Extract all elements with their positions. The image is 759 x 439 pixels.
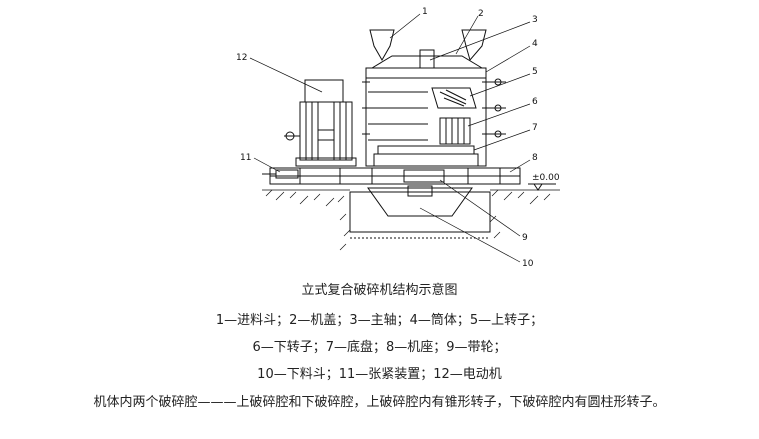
ground-level-mark	[528, 183, 556, 191]
crusher-structure-drawing: 1 2 3 4 5 6 7 8 9 10 11 12 ±0.00	[236, 7, 560, 269]
lower-rotor	[439, 117, 471, 145]
part-label-4: 4	[532, 39, 538, 49]
part-label-8: 8	[532, 153, 538, 163]
part-label-12: 12	[236, 53, 247, 63]
parts-legend-line-3: 10—下料斗；11—张紧装置；12—电动机	[257, 367, 502, 382]
machine-base	[269, 167, 521, 185]
tensioning-device	[262, 169, 299, 179]
leader-lines	[249, 13, 531, 263]
machine-cover	[371, 49, 483, 69]
part-label-1: 1	[422, 7, 428, 17]
part-label-10: 10	[522, 259, 534, 269]
feed-hopper	[369, 29, 487, 62]
part-label-11: 11	[240, 153, 251, 163]
ground-hatch	[262, 189, 560, 251]
parts-legend-line-2: 6—下转子；7—底盘；8—机座；9—带轮；	[252, 340, 507, 355]
part-label-5: 5	[532, 67, 538, 77]
part-number-labels: 1 2 3 4 5 6 7 8 9 10 11 12 ±0.00	[236, 7, 560, 269]
diagram-title: 立式复合破碎机结构示意图	[301, 283, 458, 298]
electric-motor	[284, 79, 357, 167]
part-label-6: 6	[532, 97, 538, 107]
parts-legend-line-1: 1—进料斗；2—机盖；3—主轴；4—筒体；5—上转子；	[215, 313, 544, 328]
discharge-hopper	[367, 185, 473, 217]
ground-level-label: ±0.00	[532, 173, 560, 183]
description-note: 机体内两个破碎腔———上破碎腔和下破碎腔，上破碎腔内有锥形转子，下破碎腔内有圆柱…	[93, 395, 666, 410]
foundation-pit	[349, 191, 491, 239]
crusher-body	[362, 67, 506, 167]
part-label-3: 3	[532, 15, 538, 25]
part-label-9: 9	[522, 233, 528, 243]
bottom-plate	[377, 145, 475, 155]
part-label-7: 7	[532, 123, 538, 133]
part-label-2: 2	[478, 9, 484, 19]
upper-rotor	[431, 87, 477, 109]
